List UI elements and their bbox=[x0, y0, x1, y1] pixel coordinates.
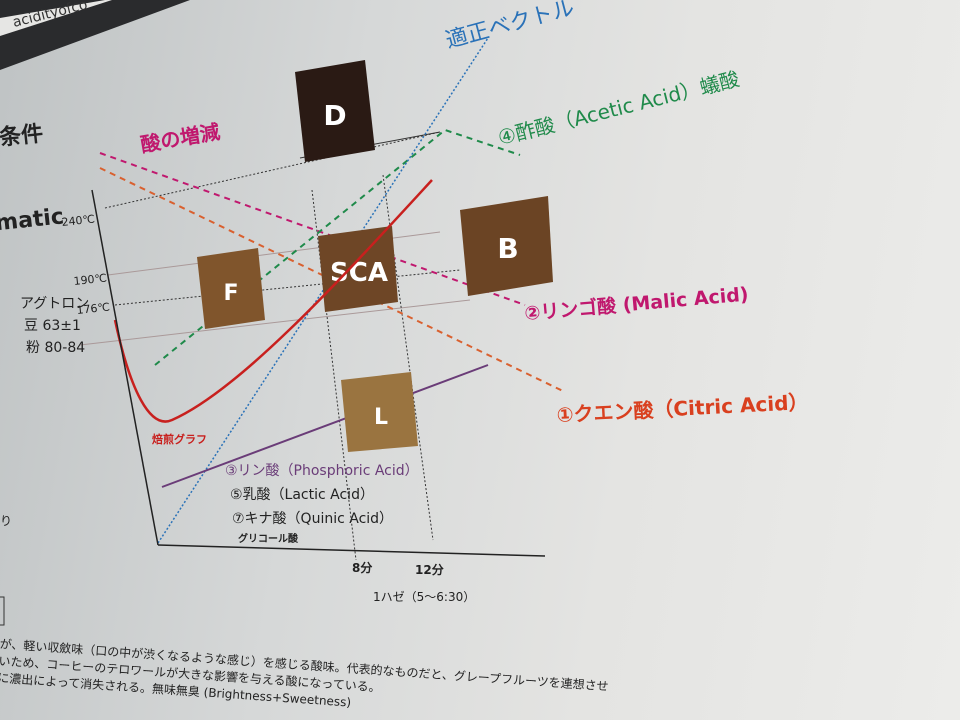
temp-176: 176℃ bbox=[76, 301, 111, 317]
roast-curve bbox=[113, 179, 433, 423]
box-l: L bbox=[341, 372, 418, 452]
quinic-label: ⑦キナ酸（Quinic Acid） bbox=[232, 511, 393, 527]
svg-text:B: B bbox=[497, 232, 518, 265]
agtron-ground: 粉 80-84 bbox=[26, 340, 85, 356]
box-f: F bbox=[197, 248, 265, 329]
box-sca: SCA bbox=[318, 226, 398, 312]
body-paragraph: が、軽い収斂味（口の中が渋くなるような感じ）を感じる酸味。代表的なものだと、グレ… bbox=[0, 636, 609, 710]
citric-label: ①クエン酸（Citric Acid） bbox=[556, 390, 809, 427]
roast-graph-label: 焙煎グラフ bbox=[152, 432, 207, 446]
vector-label: 適正ベクトル bbox=[443, 0, 577, 54]
malic-label: ②リンゴ酸 (Malic Acid) bbox=[523, 282, 749, 325]
svg-text:D: D bbox=[323, 99, 346, 132]
first-crack-label: 1ハゼ（5～6:30） bbox=[373, 590, 475, 604]
temp-190: 190℃ bbox=[73, 272, 108, 288]
glycolic-label: グリコール酸 bbox=[238, 532, 299, 545]
y-axis bbox=[91, 189, 159, 546]
time-12: 12分 bbox=[415, 562, 444, 577]
acetic-label: ④酢酸（Acetic Acid）蟻酸 bbox=[495, 67, 741, 150]
svg-text:F: F bbox=[223, 281, 238, 306]
time-8: 8分 bbox=[352, 560, 372, 575]
phosphoric-label: ③リン酸（Phosphoric Acid） bbox=[225, 463, 419, 479]
agtron-guide bbox=[79, 299, 471, 346]
temp-176-guide bbox=[114, 269, 461, 306]
box-b: B bbox=[460, 196, 553, 296]
vector-line bbox=[157, 37, 489, 544]
left-cut-text: り bbox=[0, 514, 12, 528]
left-cut-frame bbox=[0, 596, 5, 626]
box-d: D bbox=[295, 60, 375, 162]
temp-240: 240℃ bbox=[61, 213, 96, 229]
heading-fragment: 条件 bbox=[0, 121, 44, 152]
lactic-label: ⑤乳酸（Lactic Acid） bbox=[230, 487, 374, 503]
svg-text:L: L bbox=[374, 405, 388, 430]
phosphoric-line bbox=[161, 364, 489, 488]
acid-change-label: 酸の増減 bbox=[139, 119, 222, 157]
agtron-title: アグトロン bbox=[20, 296, 89, 312]
address-bar[interactable] bbox=[0, 0, 112, 36]
malic-line bbox=[99, 152, 526, 306]
temp-240-guide bbox=[104, 131, 441, 209]
agtron-bean: 豆 63±1 bbox=[24, 318, 81, 334]
subheading-fragment: matic bbox=[0, 204, 65, 236]
svg-text:SCA: SCA bbox=[330, 258, 388, 288]
x-axis bbox=[157, 544, 546, 557]
